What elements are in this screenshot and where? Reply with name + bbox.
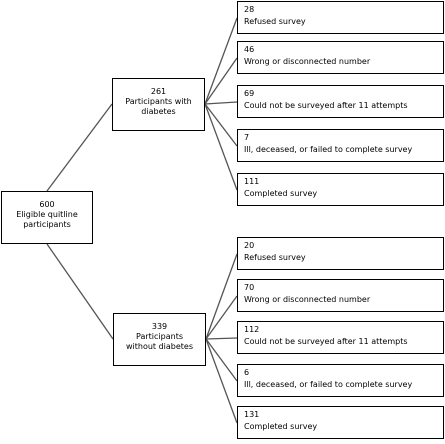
- outcome-count: 6: [244, 368, 250, 377]
- diabetes-outcome-not-surveyed: 69 Could not be surveyed after 11 attemp…: [237, 85, 444, 118]
- connector-no-diabetes-outcome-4: [205, 338, 238, 382]
- outcome-label: Ill, deceased, or failed to complete sur…: [244, 380, 413, 389]
- outcome-label: Wrong or disconnected number: [244, 57, 371, 66]
- outcome-label: Wrong or disconnected number: [244, 295, 371, 304]
- no-diabetes-label-line2: without diabetes: [125, 342, 194, 351]
- no-diabetes-outcome-ill-deceased: 6 Ill, deceased, or failed to complete s…: [237, 364, 444, 397]
- eligible-participants-node: 600 Eligible quitline participants: [1, 191, 93, 244]
- no-diabetes-label-line1: Participants: [136, 332, 183, 341]
- connector-diabetes-outcome-4: [204, 103, 238, 147]
- outcome-label: Could not be surveyed after 11 attempts: [244, 337, 408, 346]
- diabetes-outcome-wrong-number: 46 Wrong or disconnected number: [237, 41, 444, 74]
- diabetes-count: 261: [150, 87, 167, 96]
- outcome-label: Could not be surveyed after 11 attempts: [244, 101, 408, 110]
- eligible-label-line1: Eligible quitline: [16, 210, 78, 219]
- no-diabetes-count: 339: [151, 322, 168, 331]
- no-diabetes-outcome-not-surveyed: 112 Could not be surveyed after 11 attem…: [237, 321, 444, 354]
- connector-diabetes-outcome-3: [204, 101, 238, 105]
- diabetes-label-line2: diabetes: [141, 107, 176, 116]
- no-diabetes-outcome-wrong-number: 70 Wrong or disconnected number: [237, 279, 444, 312]
- diabetes-outcome-completed: 111 Completed survey: [237, 173, 444, 206]
- outcome-count: 28: [244, 5, 255, 14]
- outcome-count: 7: [244, 133, 250, 142]
- connector-no-diabetes-outcome-3: [205, 337, 238, 340]
- no-diabetes-outcome-completed: 131 Completed survey: [237, 406, 444, 439]
- outcome-count: 112: [244, 325, 260, 334]
- outcome-label: Completed survey: [244, 189, 318, 198]
- connector-no-diabetes-outcome-1: [205, 253, 238, 340]
- diabetes-label-line1: Participants with: [125, 97, 192, 106]
- connector-diabetes-outcome-5: [204, 103, 238, 191]
- eligible-count: 600: [39, 200, 55, 209]
- outcome-count: 46: [244, 45, 255, 54]
- connector-root-diabetes: [46, 103, 113, 192]
- connector-root-no-diabetes: [46, 243, 114, 340]
- no-diabetes-outcome-refused: 20 Refused survey: [237, 237, 444, 270]
- outcome-count: 20: [244, 241, 255, 250]
- diabetes-outcome-refused: 28 Refused survey: [237, 1, 444, 34]
- no-diabetes-group-node: 339 Participants without diabetes: [113, 313, 206, 366]
- connector-diabetes-outcome-2: [204, 57, 238, 105]
- outcome-label: Refused survey: [244, 17, 306, 26]
- outcome-label: Refused survey: [244, 253, 306, 262]
- eligible-label-line2: participants: [23, 220, 71, 229]
- outcome-count: 70: [244, 283, 255, 292]
- diabetes-outcome-ill-deceased: 7 Ill, deceased, or failed to complete s…: [237, 129, 444, 162]
- diabetes-group-node: 261 Participants with diabetes: [112, 78, 205, 131]
- outcome-count: 131: [244, 410, 260, 419]
- outcome-count: 111: [244, 177, 260, 186]
- connector-diabetes-outcome-1: [204, 17, 238, 105]
- connector-no-diabetes-outcome-5: [205, 338, 238, 424]
- outcome-label: Completed survey: [244, 422, 318, 431]
- outcome-label: Ill, deceased, or failed to complete sur…: [244, 145, 413, 154]
- connector-no-diabetes-outcome-2: [205, 295, 238, 340]
- outcome-count: 69: [244, 89, 255, 98]
